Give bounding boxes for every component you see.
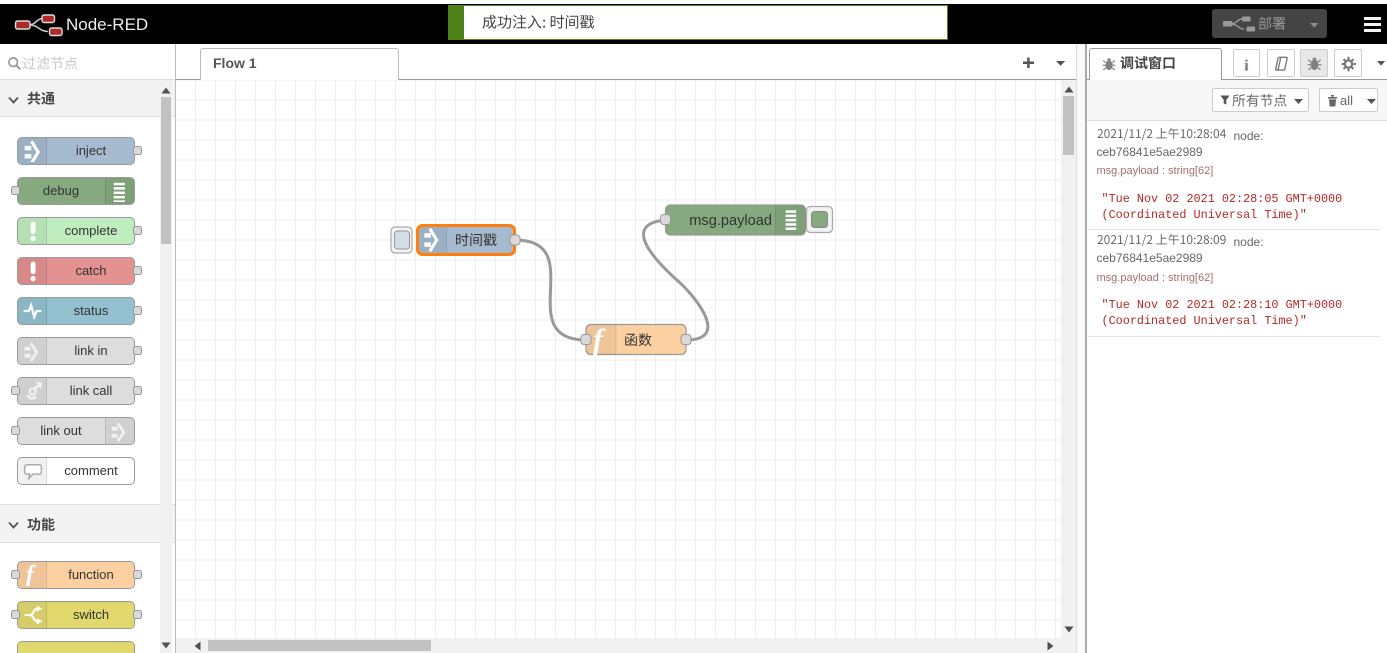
- svg-text:f: f: [593, 323, 606, 356]
- svg-text:f: f: [25, 563, 36, 586]
- svg-text:msg.payload: msg.payload: [689, 213, 772, 229]
- svg-text:i: i: [1244, 57, 1249, 72]
